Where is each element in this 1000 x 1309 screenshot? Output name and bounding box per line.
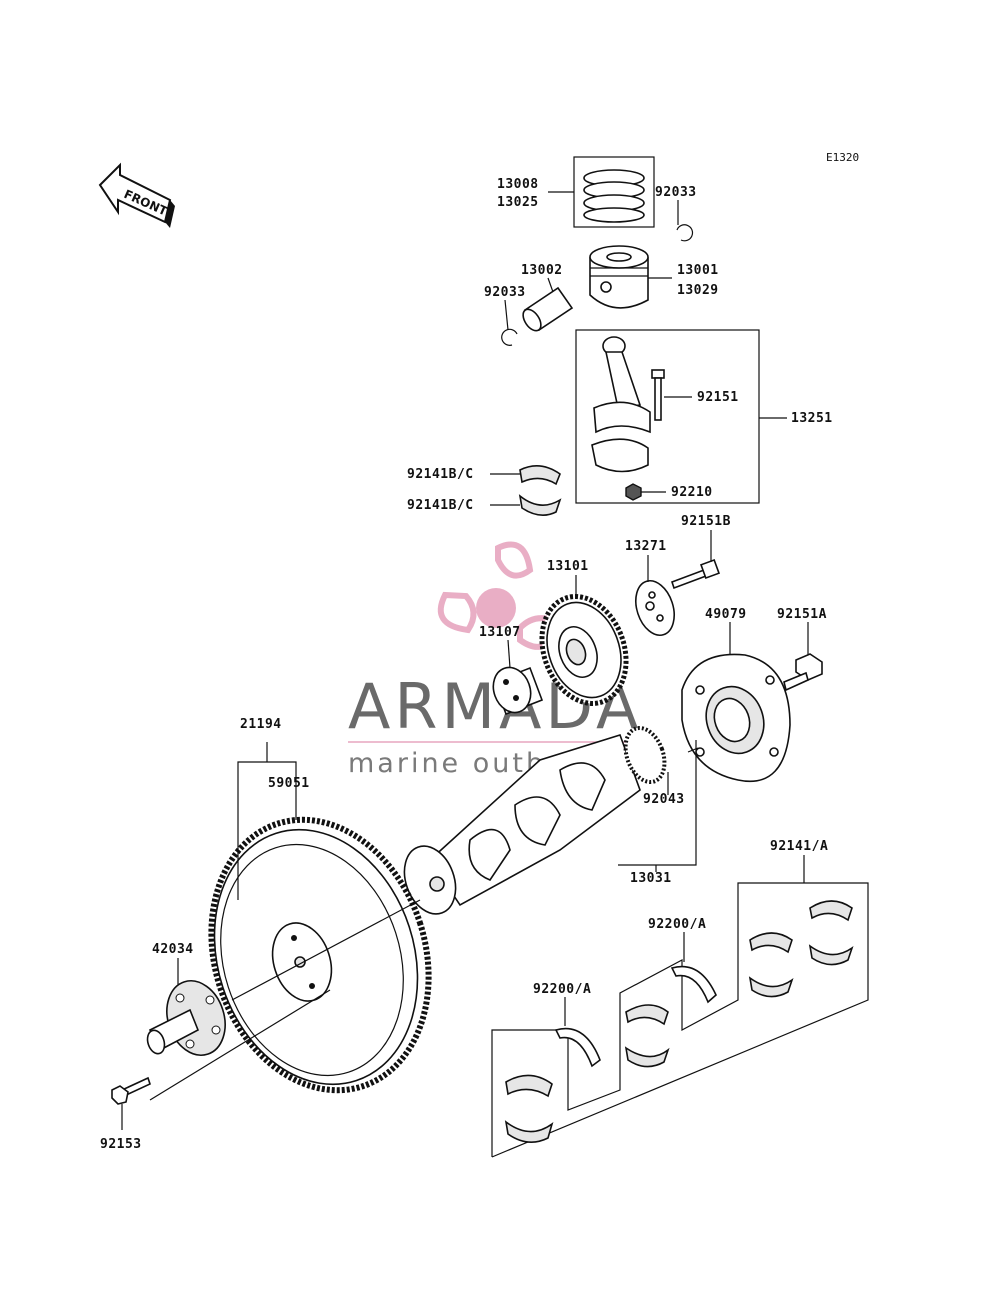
label-92200a-1: 92200/A xyxy=(648,917,706,932)
main-bearings xyxy=(504,900,854,1143)
housing-49079 xyxy=(681,653,791,782)
label-92210: 92210 xyxy=(671,485,713,500)
rod-bearing-lower xyxy=(518,494,562,516)
label-13002: 13002 xyxy=(521,263,563,278)
bolt-92151a xyxy=(783,653,823,692)
piston-pin xyxy=(522,286,574,332)
label-13025: 13025 xyxy=(497,195,539,210)
label-92151a: 92151A xyxy=(777,607,827,622)
label-49079: 49079 xyxy=(705,607,747,622)
front-arrow-icon: FRONT xyxy=(98,162,175,228)
label-21194: 21194 xyxy=(240,717,282,732)
coupling-42034 xyxy=(146,980,226,1056)
piston xyxy=(589,245,649,309)
label-92033-left: 92033 xyxy=(484,285,526,300)
connecting-rod-bolt xyxy=(651,369,665,421)
label-92153: 92153 xyxy=(100,1137,142,1152)
diagram-code: E1320 xyxy=(826,151,859,164)
label-92141a: 92141/A xyxy=(770,839,828,854)
flywheel-21194 xyxy=(208,816,432,1094)
label-42034: 42034 xyxy=(152,942,194,957)
label-92141bc-1: 92141B/C xyxy=(407,467,474,482)
piston-rings xyxy=(573,156,655,228)
label-13008: 13008 xyxy=(497,177,539,192)
connecting-rod-nut xyxy=(625,483,642,501)
label-92043: 92043 xyxy=(643,792,685,807)
circlip-top xyxy=(676,224,694,242)
label-13001: 13001 xyxy=(677,263,719,278)
crankshaft xyxy=(403,725,667,915)
label-13031: 13031 xyxy=(630,871,672,886)
label-13029: 13029 xyxy=(677,283,719,298)
label-92151: 92151 xyxy=(697,390,739,405)
label-13271: 13271 xyxy=(625,539,667,554)
label-92141bc-2: 92141B/C xyxy=(407,498,474,513)
label-92033-top: 92033 xyxy=(655,185,697,200)
rod-bearing-upper xyxy=(519,465,561,486)
label-92151b: 92151B xyxy=(681,514,731,529)
bolt-92153 xyxy=(111,1076,151,1105)
hub-13107 xyxy=(492,666,544,716)
label-13107: 13107 xyxy=(479,625,521,640)
connecting-rod xyxy=(591,336,651,473)
plate-13271 xyxy=(635,579,675,637)
label-13101: 13101 xyxy=(547,559,589,574)
connecting-rod-assembly-box xyxy=(575,329,760,504)
label-92200a-2: 92200/A xyxy=(533,982,591,997)
label-13251: 13251 xyxy=(791,411,833,426)
label-59051: 59051 xyxy=(268,776,310,791)
bolt-92151b xyxy=(670,559,720,590)
thrust-washer-right xyxy=(670,965,717,1004)
thrust-washer-left xyxy=(554,1027,601,1068)
circlip-left xyxy=(501,328,518,346)
gear-13101 xyxy=(539,594,629,706)
